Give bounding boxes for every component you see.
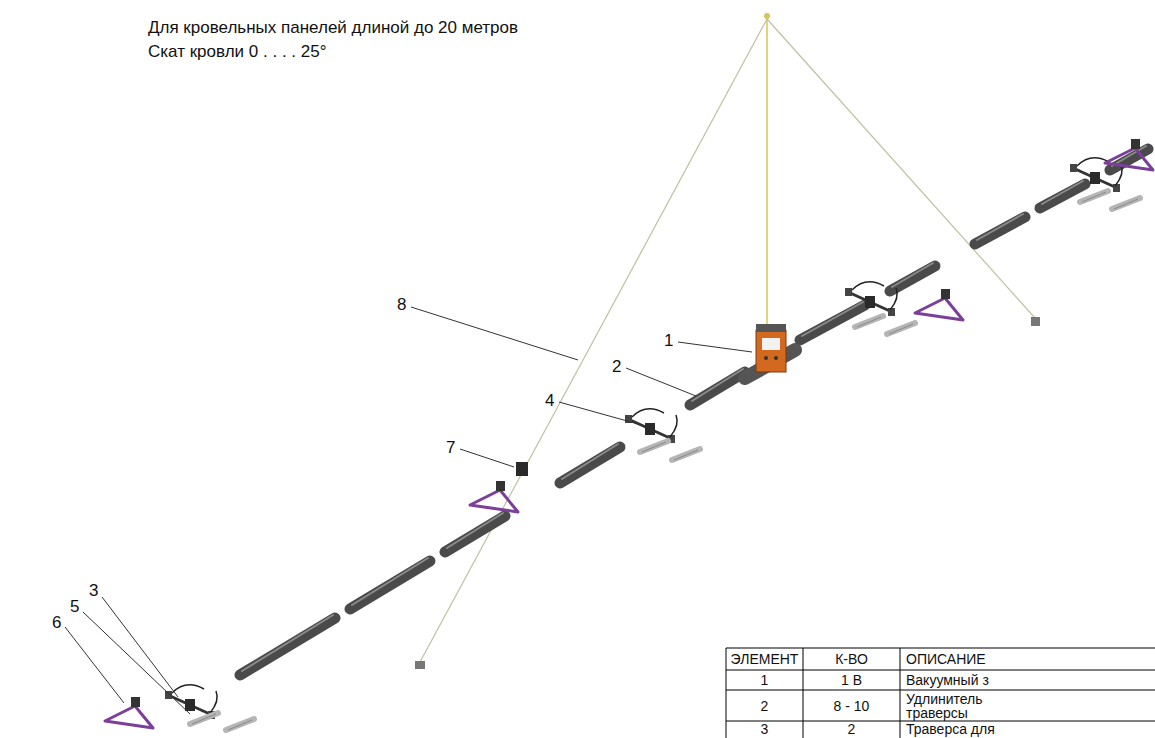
table-cell: 3 <box>726 721 803 737</box>
note-text: Скат кровли 0 . . . . 25° <box>148 42 326 62</box>
callout-number: 8 <box>397 295 406 315</box>
table-header: К-ВО <box>803 648 900 670</box>
table-header: ЭЛЕМЕНТ <box>726 648 803 670</box>
callout-number: 5 <box>70 597 79 617</box>
callout-number: 6 <box>52 613 61 633</box>
callout-number: 3 <box>89 581 98 601</box>
table-cell: 1 В <box>803 670 900 690</box>
callout-number: 1 <box>664 331 673 351</box>
callout-number: 2 <box>612 357 621 377</box>
callout-number: 4 <box>545 391 554 411</box>
table-cell: 1 <box>726 670 803 690</box>
table-cell: 2 <box>803 721 900 737</box>
note-text: Для кровельных панелей длиной до 20 метр… <box>148 18 518 38</box>
callout-number: 7 <box>446 438 455 458</box>
table-cell: 2 <box>726 690 803 721</box>
table-cell: Вакуумный з <box>906 670 1146 690</box>
table-cell: Траверса для <box>906 721 1146 737</box>
table-cell: 8 - 10 <box>803 690 900 721</box>
table-header: ОПИСАНИЕ <box>906 648 1146 670</box>
table-cell: Удлинитель траверсы <box>906 690 1001 721</box>
